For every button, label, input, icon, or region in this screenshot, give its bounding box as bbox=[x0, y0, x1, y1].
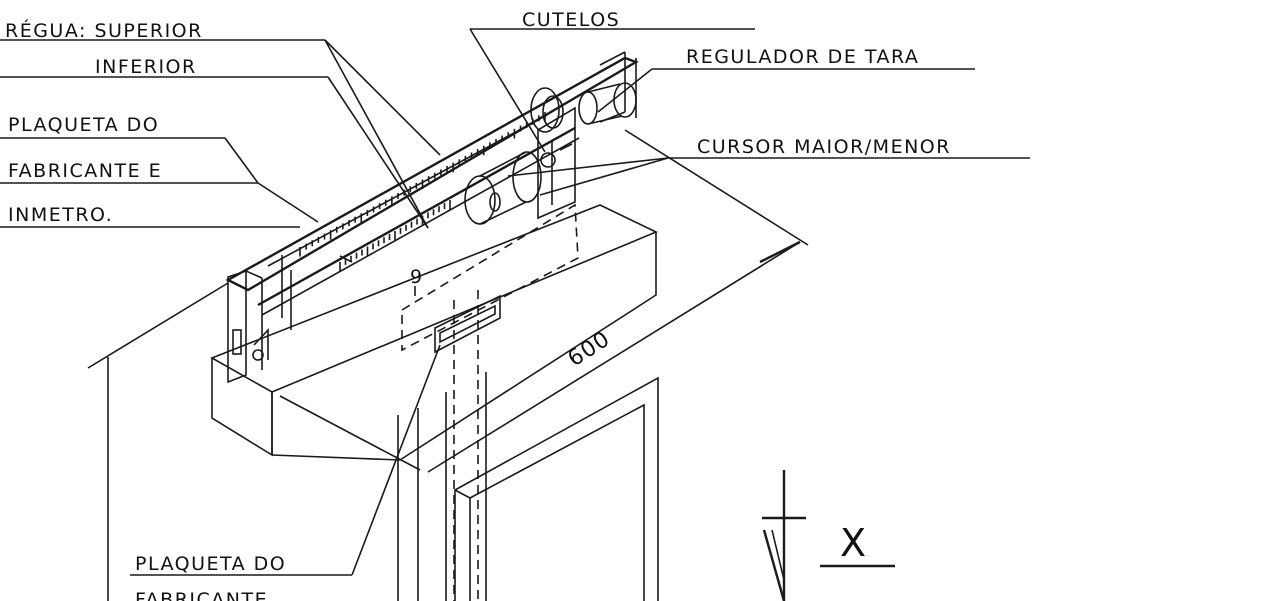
beam-assembly bbox=[225, 51, 639, 330]
cursor-poise bbox=[464, 151, 542, 225]
label-plaqueta-bottom-line-1: PLAQUETA DO bbox=[135, 553, 286, 575]
upper-ruler-ticks bbox=[299, 112, 546, 257]
left-end-post bbox=[227, 269, 269, 384]
dimension-600-text: 600 bbox=[564, 327, 615, 372]
lower-ruler-ticks bbox=[339, 200, 451, 272]
view-x-marker: X bbox=[762, 470, 895, 601]
label-cutelos: CUTELOS bbox=[522, 9, 620, 31]
label-regua-inferior: INFERIOR bbox=[95, 56, 197, 78]
dimension-600: 600 bbox=[427, 129, 809, 473]
support-block bbox=[210, 203, 658, 471]
wall-outline bbox=[87, 282, 419, 601]
label-plaqueta-line-1: PLAQUETA DO bbox=[8, 114, 159, 136]
scale-mark-9: 9 bbox=[410, 266, 424, 288]
label-plaqueta-line-2: FABRICANTE E bbox=[8, 160, 162, 182]
view-x-label: X bbox=[840, 521, 866, 565]
label-regua-superior: RÉGUA: SUPERIOR bbox=[5, 19, 203, 42]
label-plaqueta-line-3: INMETRO. bbox=[8, 204, 113, 226]
pivot-assembly bbox=[530, 87, 576, 220]
label-cursor-maior-menor: CURSOR MAIOR/MENOR bbox=[697, 136, 951, 158]
column-and-door bbox=[445, 290, 659, 601]
label-plaqueta-bottom-line-2: FABRICANTE bbox=[135, 589, 268, 601]
label-regulador-de-tara: REGULADOR DE TARA bbox=[686, 46, 919, 68]
tare-regulator bbox=[578, 82, 637, 125]
